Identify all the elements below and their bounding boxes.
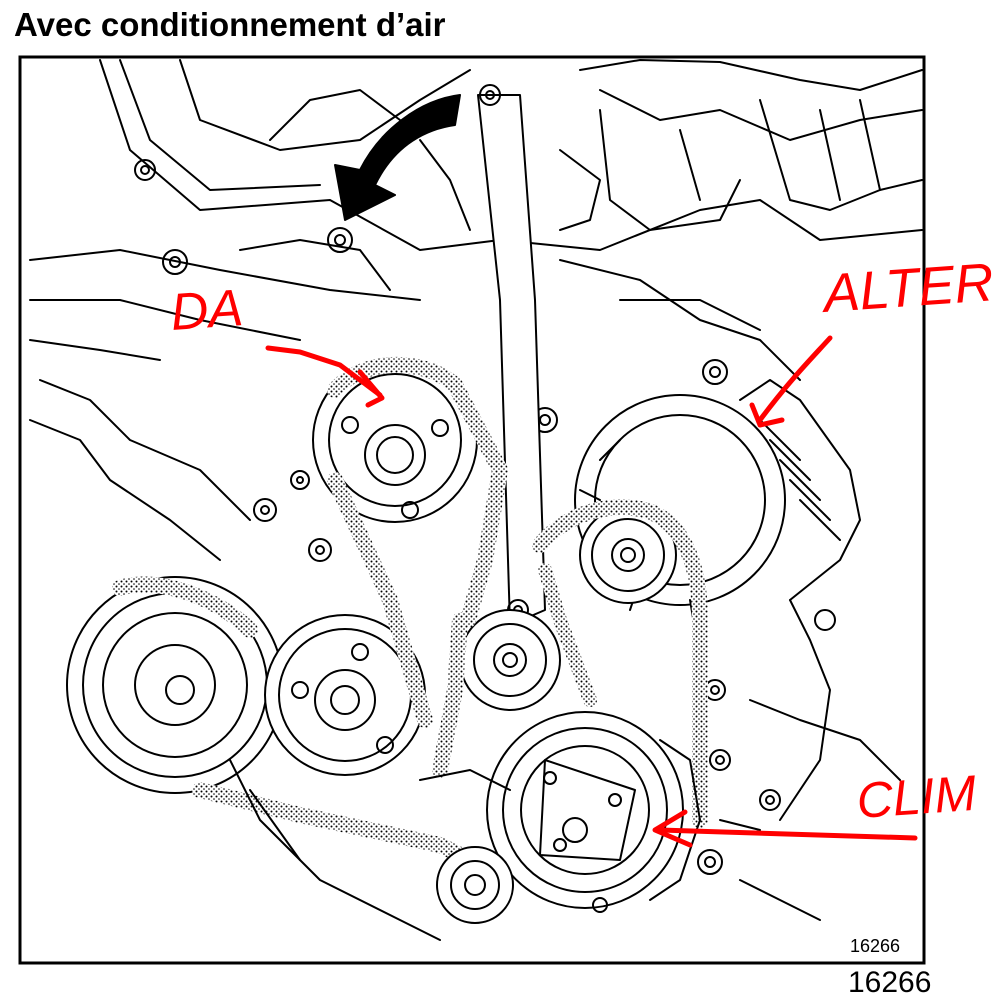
ac-compressor [486, 711, 701, 913]
crankshaft-damper [66, 576, 284, 794]
rotation-arrow [334, 94, 461, 221]
annotation-da: DA [169, 279, 245, 342]
engine-block-top [29, 59, 923, 561]
tensioner-arm [477, 84, 546, 626]
alter-arrow [757, 335, 833, 423]
diagram-title: Avec conditionnement d’air [14, 6, 446, 43]
drive-belt [112, 356, 708, 868]
da-arrow [265, 345, 383, 398]
figure-number-inner: 16266 [850, 936, 900, 956]
annotation-alter: ALTER. [819, 251, 996, 324]
bottom-idler-pulley [436, 846, 514, 924]
figure-number-outer: 16266 [848, 966, 932, 999]
block-bolts [134, 159, 781, 875]
clim-arrow [657, 827, 918, 841]
annotations [265, 335, 918, 848]
alternator-pulley [579, 506, 677, 604]
crankshaft-pulley [264, 614, 426, 776]
lower-structure [229, 699, 901, 941]
annotation-clim: CLIM [855, 765, 978, 829]
idler-pulley [459, 609, 561, 711]
